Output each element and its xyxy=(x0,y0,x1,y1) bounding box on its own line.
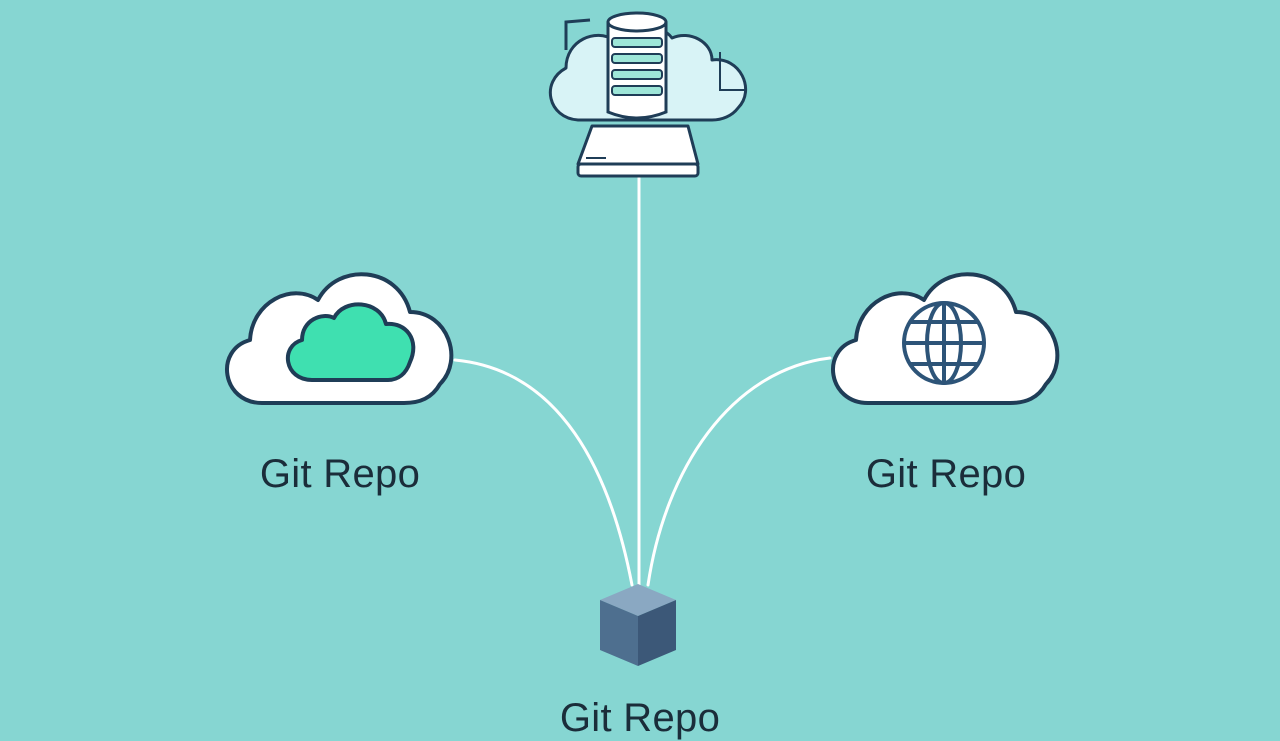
left-repo-label: Git Repo xyxy=(259,452,421,496)
globe-cloud-icon xyxy=(831,272,1060,405)
connector-right-to-local xyxy=(646,356,832,587)
database-cloud-server-icon xyxy=(548,11,748,178)
right-repo-label: Git Repo xyxy=(865,452,1027,496)
local-repo-label: Git Repo xyxy=(559,696,721,740)
globe-icon xyxy=(902,301,986,385)
diagram-canvas xyxy=(225,11,1060,666)
cube-icon xyxy=(600,584,676,666)
cloud-icon xyxy=(225,272,454,405)
connector-left-to-local xyxy=(453,358,634,587)
connectors xyxy=(453,176,832,587)
